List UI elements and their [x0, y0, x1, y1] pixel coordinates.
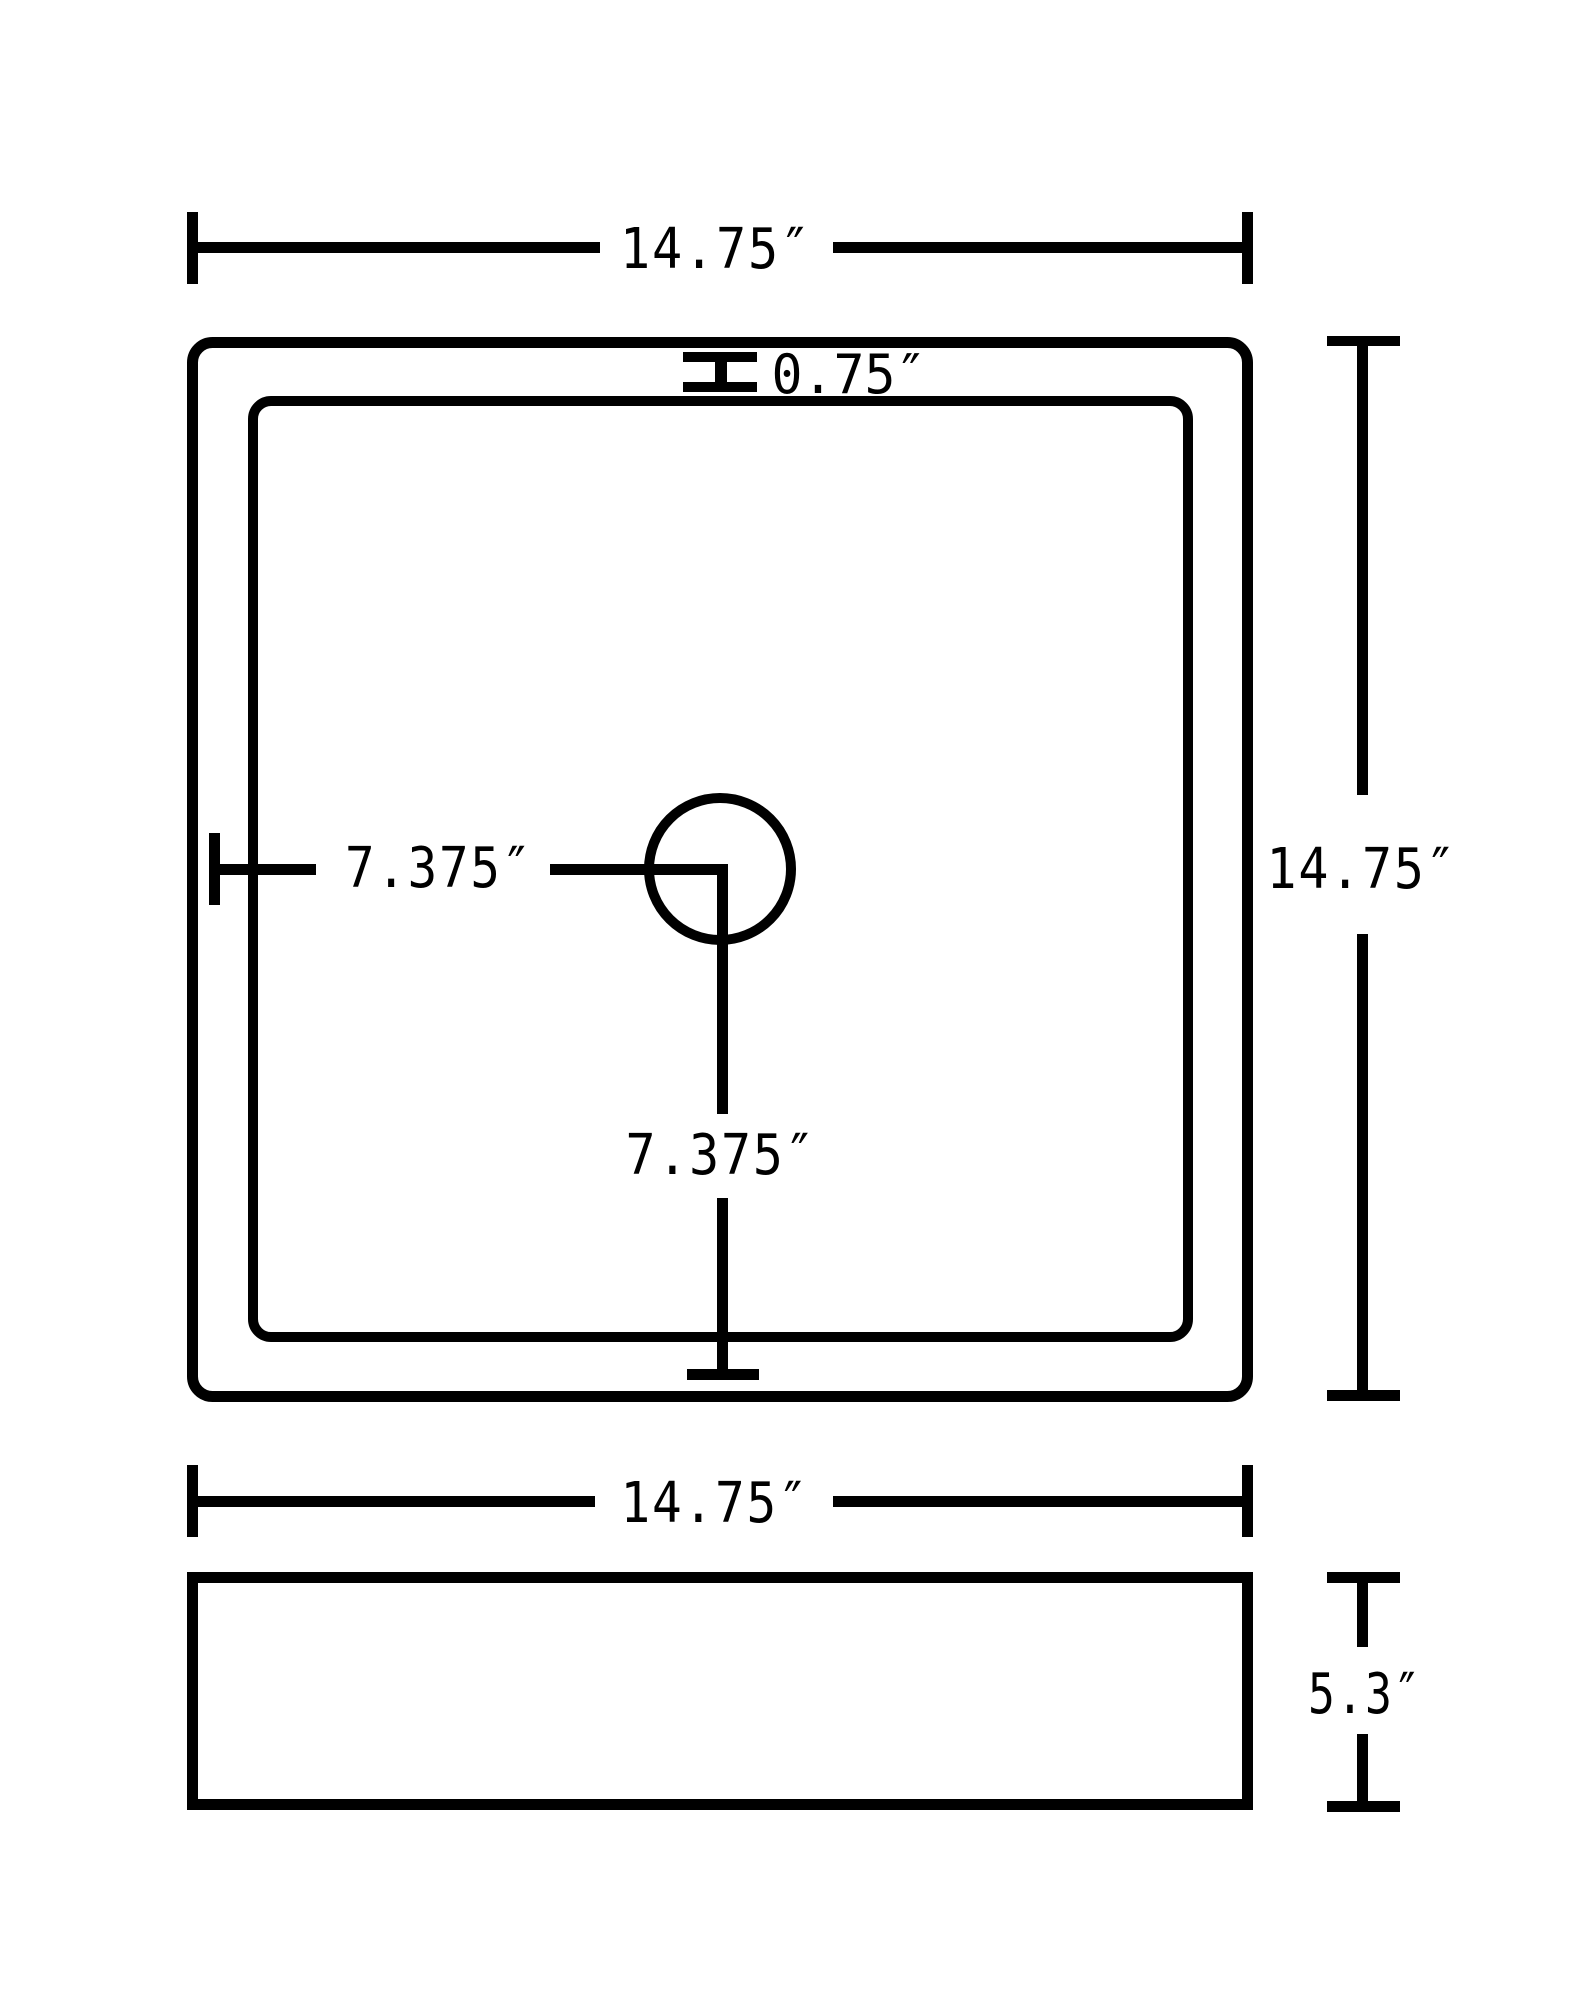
- top-depth-dimension: 14.75″: [1267, 336, 1458, 1401]
- side-width-dimension: 14.75″: [187, 1465, 1253, 1537]
- top-width-dimension: 14.75″: [187, 212, 1253, 284]
- sink-side-profile: [187, 1572, 1253, 1810]
- drain-offset-horizontal-dimension: 7.375″: [209, 833, 728, 905]
- rim-thickness-dimension: 0.75″: [683, 343, 927, 406]
- side-width-label: 14.75″: [621, 1471, 810, 1536]
- drain-offset-vertical-dimension: 7.375″: [626, 864, 817, 1380]
- side-height-dimension: 5.3″: [1308, 1572, 1422, 1812]
- top-depth-label: 14.75″: [1267, 837, 1458, 902]
- rim-thickness-label: 0.75″: [772, 343, 927, 406]
- drain-offset-horizontal-label: 7.375″: [345, 836, 533, 901]
- top-width-label: 14.75″: [620, 217, 812, 282]
- sink-outer-rim: [187, 337, 1253, 1402]
- drain-offset-vertical-label: 7.375″: [626, 1123, 817, 1188]
- side-height-label: 5.3″: [1308, 1662, 1422, 1727]
